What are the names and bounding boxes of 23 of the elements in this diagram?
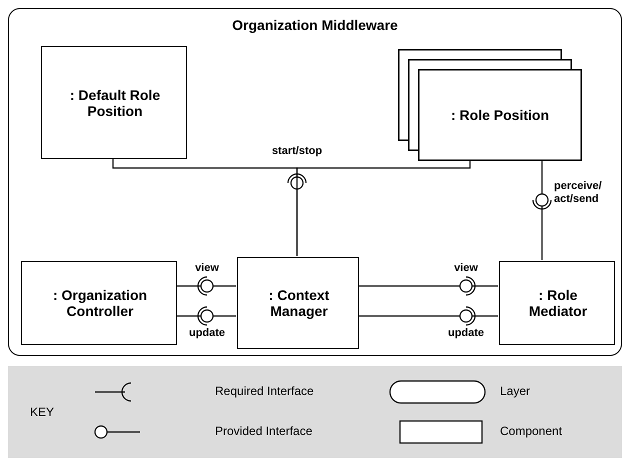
component-name: : Role Mediator [528,287,588,319]
layer-box [8,8,622,356]
component-box [21,261,177,345]
legend-text: Layer [500,384,530,398]
legend-text: Required Interface [215,384,314,398]
component-name: Organization Middleware [231,17,399,33]
connector-line [541,160,543,260]
component-name: : Role Position [450,107,550,123]
component-box [499,261,615,345]
key-heading: KEY [30,405,54,419]
legend-text: Component [500,424,562,438]
connector-line [358,285,498,287]
connector-line [176,315,236,317]
component-box [237,257,359,349]
stacked-component-box [398,49,582,161]
component-box [41,46,187,159]
component-name: : Default Role Position [68,86,162,118]
connector-line [296,160,471,256]
legend-text: Provided Interface [215,424,312,438]
component-name: : Context Manager [268,287,330,319]
component-name: : Organization Controller [52,287,148,319]
connector-line [176,285,236,287]
connector-line [358,315,498,317]
